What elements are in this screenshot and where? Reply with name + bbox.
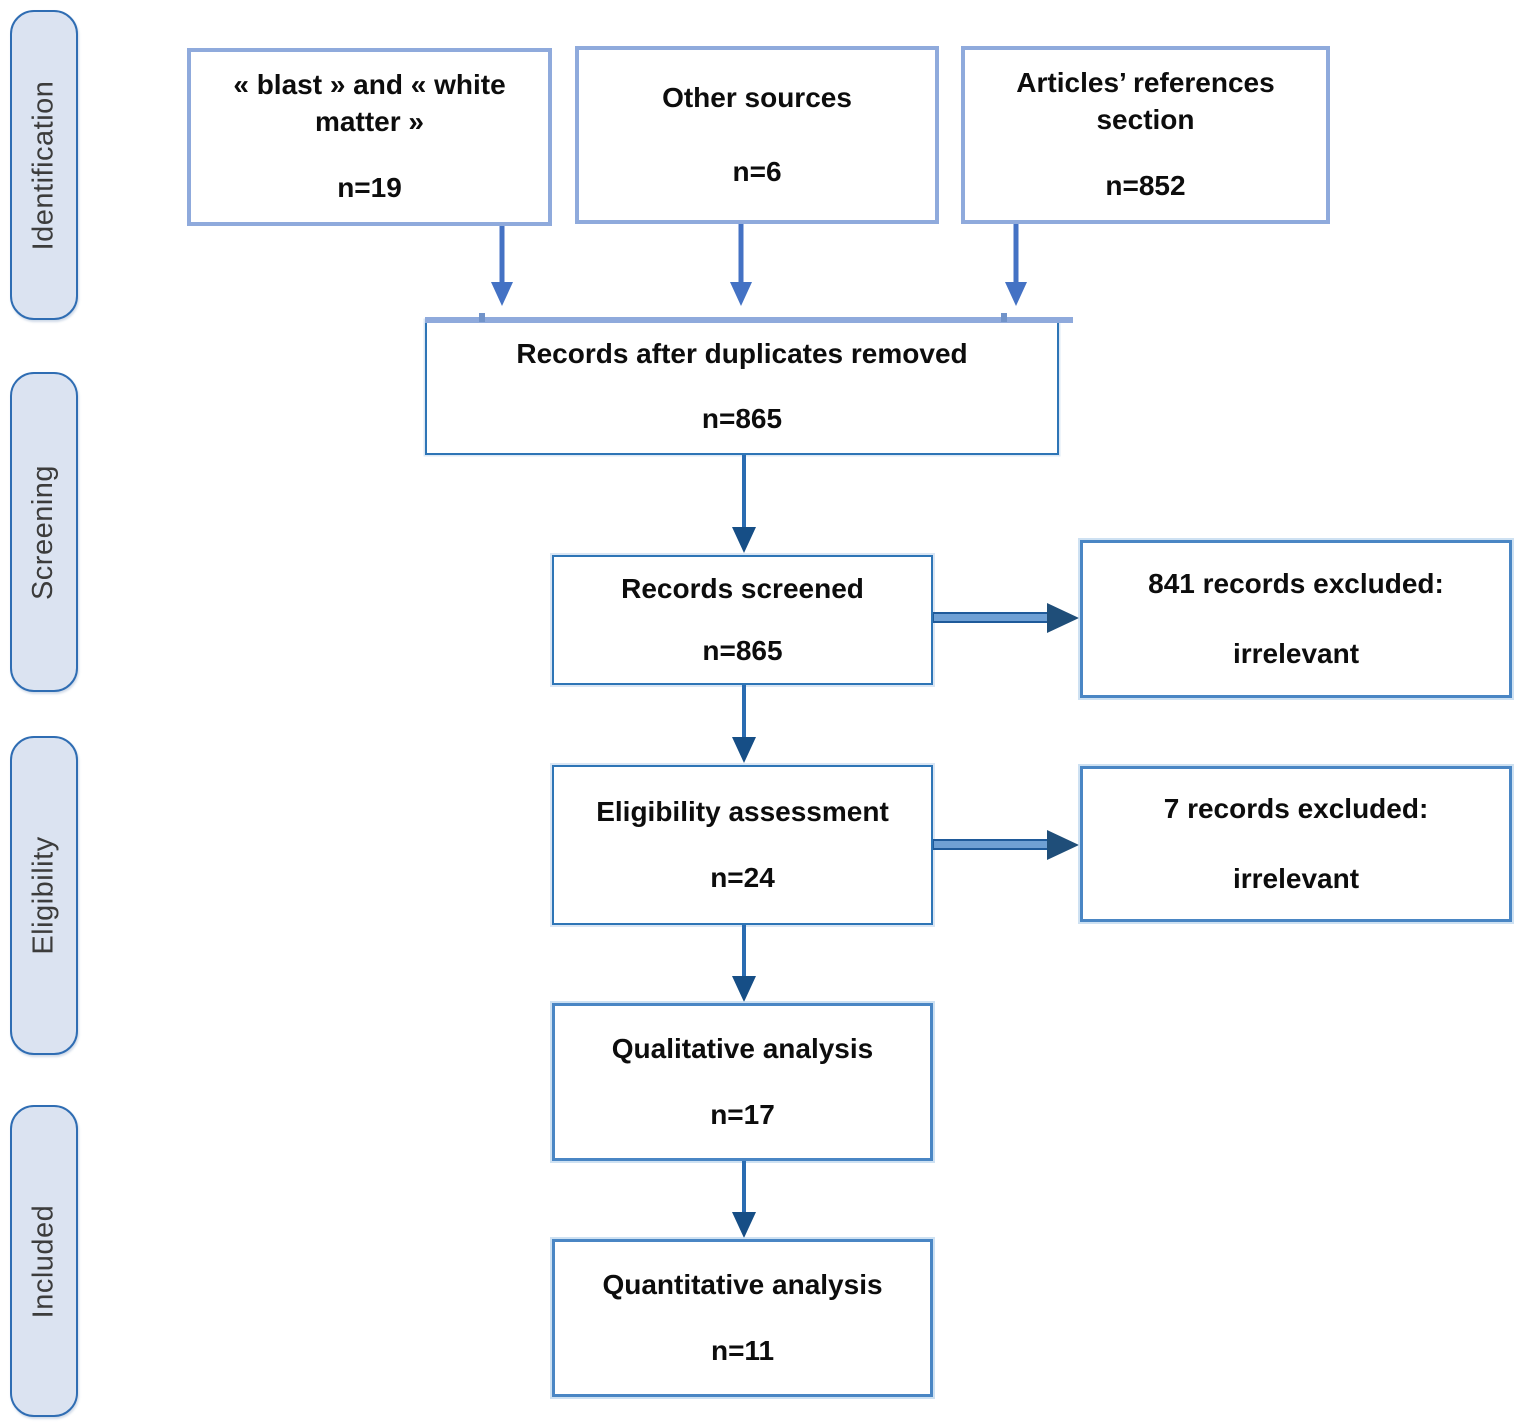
source-box-other-sources: Other sources n=6 <box>575 46 939 224</box>
arrow-down-icon <box>732 1161 756 1238</box>
step-box-quantitative-analysis: Quantitative analysis n=11 <box>552 1239 933 1397</box>
exclusion-box-eligibility: 7 records excluded: irrelevant <box>1080 766 1512 922</box>
exclusion-title: 841 records excluded: <box>1148 567 1444 599</box>
step-count: n=17 <box>710 1099 775 1130</box>
arrow-down-icon <box>1005 224 1027 306</box>
source-box-articles-references: Articles’ references section n=852 <box>961 46 1330 224</box>
step-title: Quantitative analysis <box>602 1268 883 1300</box>
stage-label-eligibility: Eligibility <box>27 836 60 955</box>
step-box-qualitative-analysis: Qualitative analysis n=17 <box>552 1003 933 1161</box>
connector-tick <box>1001 313 1007 322</box>
stage-pill-included: Included <box>10 1105 78 1417</box>
stage-pill-screening: Screening <box>10 372 78 692</box>
stage-label-identification: Identification <box>27 80 60 250</box>
exclusion-title: 7 records excluded: <box>1163 792 1429 824</box>
arrow-down-icon <box>730 224 752 306</box>
step-box-records-screened: Records screened n=865 <box>552 555 933 685</box>
step-count: n=865 <box>701 402 783 434</box>
arrow-down-icon <box>732 455 756 553</box>
step-title: Qualitative analysis <box>611 1032 874 1064</box>
stage-label-screening: Screening <box>27 464 60 600</box>
stage-pill-eligibility: Eligibility <box>10 736 78 1055</box>
source-count: n=19 <box>337 172 402 204</box>
stage-pill-identification: Identification <box>10 10 78 320</box>
step-title: Eligibility assessment <box>596 795 889 827</box>
step-title: Records screened <box>621 572 864 604</box>
source-title: Articles’ references section <box>1016 67 1275 135</box>
stage-label-included: Included <box>27 1204 60 1318</box>
exclusion-reason: irrelevant <box>1232 863 1360 894</box>
exclusion-reason: irrelevant <box>1232 638 1360 669</box>
connector-line <box>425 317 1073 323</box>
step-title: Records after duplicates removed <box>516 338 968 370</box>
source-title: Other sources <box>662 81 852 113</box>
arrow-right-icon <box>933 603 1079 633</box>
step-count: n=865 <box>702 635 783 666</box>
source-title: « blast » and « white matter » <box>233 69 506 137</box>
arrow-right-icon <box>933 830 1079 860</box>
arrow-down-icon <box>732 685 756 763</box>
source-count: n=852 <box>1105 170 1186 202</box>
step-count: n=24 <box>710 862 775 893</box>
source-box-blast-white-matter: « blast » and « white matter » n=19 <box>187 48 552 226</box>
step-box-eligibility-assessment: Eligibility assessment n=24 <box>552 765 933 925</box>
arrow-down-icon <box>491 226 513 306</box>
step-box-duplicates-removed: Records after duplicates removed n=865 <box>425 320 1059 455</box>
exclusion-box-screening: 841 records excluded: irrelevant <box>1080 540 1512 698</box>
source-count: n=6 <box>732 156 782 187</box>
step-count: n=11 <box>710 1335 775 1366</box>
connector-tick <box>479 313 485 322</box>
arrow-down-icon <box>732 925 756 1002</box>
